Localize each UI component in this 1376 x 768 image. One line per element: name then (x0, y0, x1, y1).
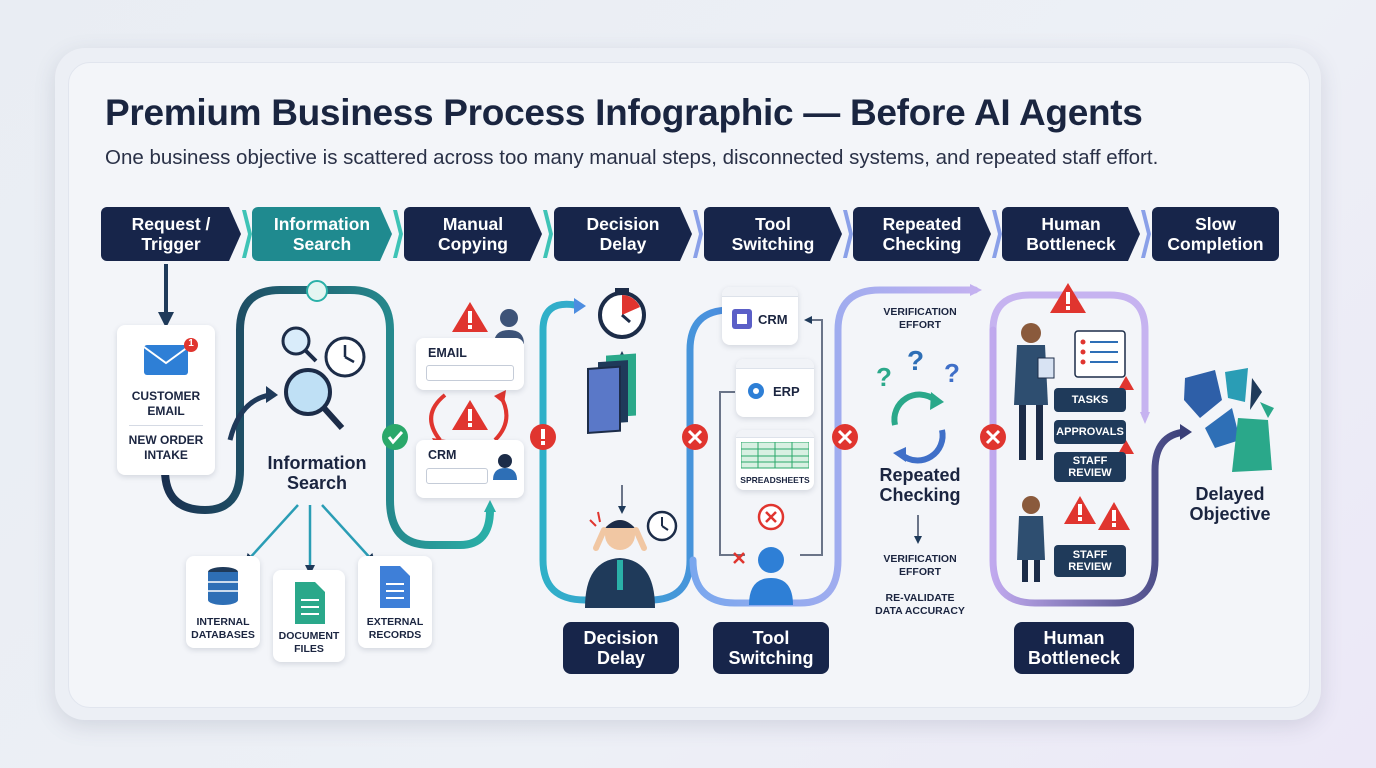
process-step: Manual Copying (404, 207, 542, 261)
crm-card: CRM (416, 440, 524, 498)
email-label: EMAIL (428, 346, 467, 360)
arrow-head (484, 500, 496, 512)
process-step-label: Slow Completion (1167, 214, 1264, 254)
flow-path-decision (539, 300, 734, 604)
arrow-head (494, 390, 506, 404)
decision-delay-label: Decision Delay (563, 622, 679, 674)
divider (129, 425, 203, 426)
copy-arrow (493, 393, 509, 442)
verification-bottom-label: VERIFICATION EFFORT (883, 553, 957, 578)
tool-loop (800, 316, 823, 556)
window-bar (722, 287, 798, 297)
human-bottleneck-label: Human Bottleneck (1014, 622, 1134, 674)
user-avatar-icon (493, 454, 517, 480)
arrow-head (970, 284, 982, 296)
process-step-label: Tool Switching (731, 214, 815, 254)
process-step-label: Repeated Checking (882, 214, 962, 254)
spreadsheet-window: SPREADSHEETS (736, 430, 814, 490)
erp-window: ERP (736, 359, 814, 417)
tool-loop (719, 391, 745, 556)
spreadsheet-grid-icon (741, 442, 809, 469)
process-step-label: Decision Delay (586, 214, 660, 254)
source-document-files: DOCUMENT FILES (273, 570, 345, 662)
source-label: EXTERNAL RECORDS (366, 616, 424, 641)
staff-review-pill: STAFF REVIEW (1054, 452, 1126, 482)
arrow-head (266, 386, 278, 403)
arrow-head (1180, 424, 1192, 440)
tasks-pill: TASKS (1054, 388, 1126, 412)
flow-path-bottleneck (989, 326, 1189, 607)
window-bar (736, 430, 814, 438)
trigger-line-2: NEW ORDER INTAKE (128, 433, 204, 462)
source-label: INTERNAL DATABASES (191, 616, 255, 641)
revalidate-label: RE-VALIDATE DATA ACCURACY (875, 592, 965, 617)
staff-review-pill: STAFF REVIEW (1054, 545, 1126, 577)
process-step: Request / Trigger (101, 207, 241, 261)
arrow-to-search (227, 392, 271, 441)
document-icon (295, 582, 325, 624)
process-step: Tool Switching (704, 207, 842, 261)
crm-window: CRM (722, 287, 798, 345)
process-step-label: Human Bottleneck (1026, 214, 1116, 254)
trigger-line-1: CUSTOMER EMAIL (131, 389, 201, 418)
tool-switching-label: Tool Switching (713, 622, 829, 674)
crm-field (426, 468, 488, 484)
flow-path-tools (689, 286, 979, 607)
process-step-label: Manual Copying (438, 214, 508, 254)
email-card: EMAIL (416, 338, 524, 390)
process-step: Repeated Checking (853, 207, 991, 261)
window-bar (736, 359, 814, 369)
checking-label: Repeated Checking (879, 465, 961, 505)
source-arrow (244, 504, 299, 564)
app-icon (732, 309, 752, 329)
envelope-icon (143, 338, 198, 375)
copy-arrow (429, 393, 447, 442)
arrow-head (574, 298, 586, 314)
arrow-head (1140, 412, 1150, 424)
spreadsheet-label: SPREADSHEETS (740, 475, 810, 485)
source-external-records: EXTERNAL RECORDS (358, 556, 432, 648)
process-step-label: Request / Trigger (131, 214, 211, 254)
crm-window-label: CRM (758, 312, 788, 327)
email-badge: 1 (188, 338, 194, 349)
database-icon (208, 567, 238, 605)
process-step: Slow Completion (1152, 207, 1279, 261)
source-arrow (321, 504, 376, 564)
delayed-objective-label: Delayed Objective (1189, 484, 1271, 524)
approvals-pill: APPROVALS (1054, 420, 1126, 444)
process-step: Information Search (252, 207, 392, 261)
source-label: DOCUMENT FILES (278, 630, 340, 655)
process-step: Human Bottleneck (1002, 207, 1140, 261)
crm-label: CRM (428, 448, 457, 462)
source-internal-databases: INTERNAL DATABASES (186, 556, 260, 648)
trigger-card: 1 CUSTOMER EMAIL NEW ORDER INTAKE (117, 325, 215, 475)
process-step-label: Information Search (273, 214, 371, 254)
email-field (426, 365, 514, 381)
process-step: Decision Delay (554, 207, 692, 261)
gear-icon (748, 383, 764, 399)
erp-window-label: ERP (773, 384, 800, 399)
search-label: Information Search (267, 453, 367, 493)
verification-top-label: VERIFICATION EFFORT (883, 306, 957, 331)
record-icon (380, 566, 410, 608)
page-subtitle: One business objective is scattered acro… (105, 146, 1159, 169)
page-title: Premium Business Process Infographic — B… (105, 92, 1143, 133)
